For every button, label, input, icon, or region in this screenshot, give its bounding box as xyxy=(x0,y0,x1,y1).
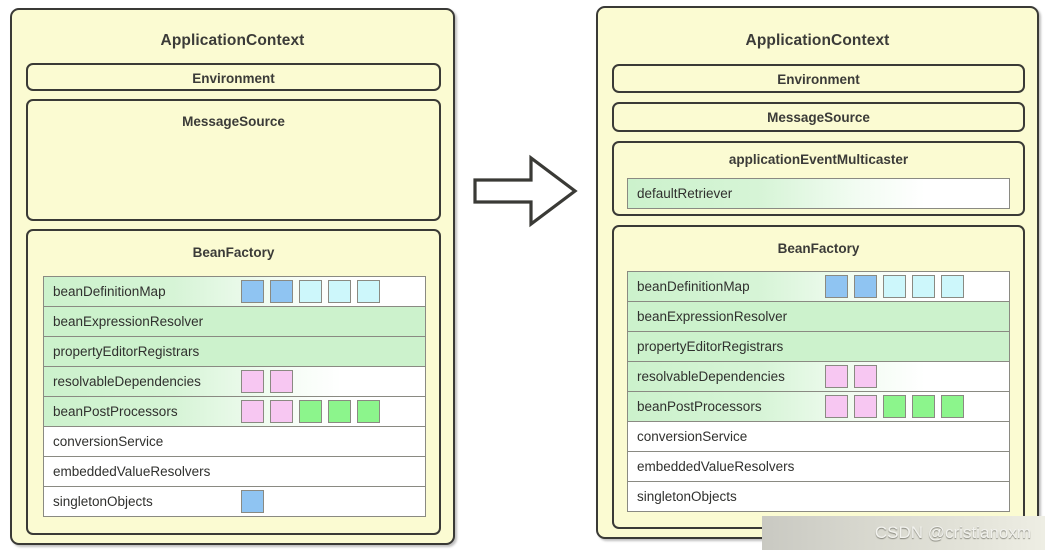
field-row: embeddedValueResolvers xyxy=(44,457,425,487)
right-panel-title: ApplicationContext xyxy=(745,32,890,49)
field-row: conversionService xyxy=(44,427,425,457)
field-row: beanExpressionResolver xyxy=(628,302,1009,332)
field-row: singletonObjects xyxy=(44,487,425,517)
right-application-event-multicaster-title: applicationEventMulticaster xyxy=(728,152,909,167)
bean-chip-cyan xyxy=(883,275,906,298)
left-bean-factory-rows: beanDefinitionMap beanExpressionResolver p… xyxy=(43,276,426,517)
field-row-label: conversionService xyxy=(53,434,164,449)
field-row-chips xyxy=(241,277,380,306)
field-row-chips xyxy=(241,397,380,426)
field-row: defaultRetriever xyxy=(628,179,1009,209)
right-environment-title: Environment xyxy=(777,72,860,87)
field-row: singletonObjects xyxy=(628,482,1009,512)
field-row-chips xyxy=(825,392,964,421)
bean-chip-pink xyxy=(825,395,848,418)
field-row-label: defaultRetriever xyxy=(637,186,733,201)
bean-chip-pink xyxy=(241,370,264,393)
bean-chip-cyan xyxy=(328,280,351,303)
bean-chip-cyan xyxy=(912,275,935,298)
field-row-label: beanDefinitionMap xyxy=(637,279,750,294)
field-row-label: singletonObjects xyxy=(637,489,737,504)
bean-chip-cyan xyxy=(941,275,964,298)
field-row: propertyEditorRegistrars xyxy=(628,332,1009,362)
bean-chip-blue xyxy=(241,280,264,303)
left-environment-title: Environment xyxy=(192,71,275,86)
csdn-watermark: CSDN @cristianoxm xyxy=(762,516,1045,550)
field-row: embeddedValueResolvers xyxy=(628,452,1009,482)
field-row: propertyEditorRegistrars xyxy=(44,337,425,367)
right-bean-factory-title: BeanFactory xyxy=(777,241,860,256)
field-row: beanDefinitionMap xyxy=(628,272,1009,302)
right-message-source-box: MessageSource xyxy=(612,102,1025,132)
right-application-event-multicaster-rows: defaultRetriever xyxy=(627,178,1010,209)
right-environment-box: Environment xyxy=(612,64,1025,93)
bean-chip-green xyxy=(328,400,351,423)
bean-chip-green xyxy=(912,395,935,418)
csdn-watermark-text: CSDN @cristianoxm xyxy=(874,523,1031,542)
field-row-label: singletonObjects xyxy=(53,494,153,509)
bean-chip-blue xyxy=(270,280,293,303)
field-row-label: resolvableDependencies xyxy=(53,374,201,389)
right-application-event-multicaster-box: applicationEventMulticaster defaultRetri… xyxy=(612,141,1025,216)
right-bean-factory-rows: beanDefinitionMap beanExpressionResolver p… xyxy=(627,271,1010,512)
field-row-chips xyxy=(241,367,293,396)
bean-chip-pink xyxy=(241,400,264,423)
field-row-label: beanPostProcessors xyxy=(637,399,762,414)
bean-chip-cyan xyxy=(357,280,380,303)
field-row-label: beanPostProcessors xyxy=(53,404,178,419)
right-block-arrow-icon xyxy=(473,152,578,230)
bean-chip-pink xyxy=(854,365,877,388)
field-row-label: embeddedValueResolvers xyxy=(53,464,211,479)
left-panel-title: ApplicationContext xyxy=(160,32,305,49)
left-message-source-title: MessageSource xyxy=(182,114,285,129)
right-bean-factory-box: BeanFactory beanDefinitionMap beanExpress… xyxy=(612,225,1025,529)
bean-chip-green xyxy=(357,400,380,423)
bean-chip-green xyxy=(299,400,322,423)
right-application-context-panel: ApplicationContext Environment MessageSo… xyxy=(596,6,1039,539)
field-row: conversionService xyxy=(628,422,1009,452)
field-row-chips xyxy=(241,487,264,516)
left-message-source-box: MessageSource xyxy=(26,99,441,221)
bean-chip-pink xyxy=(825,365,848,388)
bean-chip-green xyxy=(941,395,964,418)
bean-chip-blue xyxy=(825,275,848,298)
field-row-chips xyxy=(825,362,877,391)
left-application-context-panel: ApplicationContext Environment MessageSo… xyxy=(10,8,455,545)
left-bean-factory-title: BeanFactory xyxy=(192,245,275,260)
field-row: resolvableDependencies xyxy=(44,367,425,397)
field-row-label: embeddedValueResolvers xyxy=(637,459,795,474)
field-row-label: beanDefinitionMap xyxy=(53,284,166,299)
field-row-chips xyxy=(825,272,964,301)
field-row-label: propertyEditorRegistrars xyxy=(53,344,200,359)
field-row: beanExpressionResolver xyxy=(44,307,425,337)
field-row-label: propertyEditorRegistrars xyxy=(637,339,784,354)
bean-chip-pink xyxy=(270,370,293,393)
bean-chip-cyan xyxy=(299,280,322,303)
left-environment-box: Environment xyxy=(26,63,441,91)
field-row: resolvableDependencies xyxy=(628,362,1009,392)
field-row-label: conversionService xyxy=(637,429,748,444)
field-row: beanPostProcessors xyxy=(628,392,1009,422)
bean-chip-blue xyxy=(241,490,264,513)
field-row: beanPostProcessors xyxy=(44,397,425,427)
left-bean-factory-box: BeanFactory beanDefinitionMap beanExpress… xyxy=(26,229,441,535)
field-row-label: beanExpressionResolver xyxy=(53,314,204,329)
bean-chip-blue xyxy=(854,275,877,298)
field-row-label: beanExpressionResolver xyxy=(637,309,788,324)
field-row-label: resolvableDependencies xyxy=(637,369,785,384)
right-message-source-title: MessageSource xyxy=(767,110,870,125)
bean-chip-green xyxy=(883,395,906,418)
bean-chip-pink xyxy=(270,400,293,423)
bean-chip-pink xyxy=(854,395,877,418)
field-row: beanDefinitionMap xyxy=(44,277,425,307)
